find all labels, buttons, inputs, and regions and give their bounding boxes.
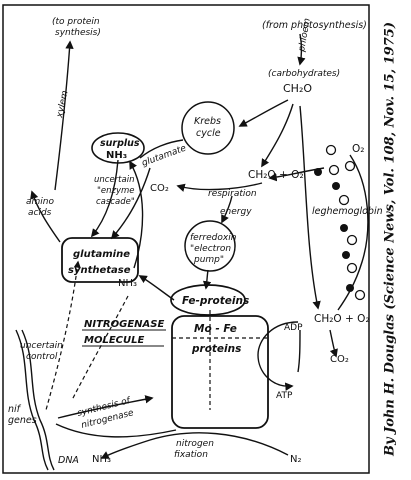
mo-fe-label: Mo - Fe <box>194 323 237 335</box>
dna-label: DNA <box>58 455 79 466</box>
nh3-dashed-line <box>71 295 129 401</box>
ch2o-to-krebs-arrow <box>238 99 289 127</box>
glutamate-label: glutamate <box>141 143 188 168</box>
ch2o-top-label: CH₂O <box>283 82 312 95</box>
ferredoxin-circle <box>184 220 236 272</box>
respiration-label: respiration <box>208 189 257 199</box>
surplus-nh3-oval <box>91 132 145 164</box>
lower-to-co2-arrow <box>329 329 338 358</box>
krebs-label-1: Krebs <box>194 116 221 127</box>
krebs-cycle-circle <box>181 101 235 155</box>
proteins-label: proteins <box>191 343 241 355</box>
from-photosynthesis-label: (from photosynthesis) <box>262 20 367 31</box>
molecule-label: MOLECULE <box>84 335 144 346</box>
krebs-to-glutamate-arrow <box>139 139 184 159</box>
nitrogenase-label: NITROGENASE <box>84 319 164 330</box>
n2-label: N₂ <box>290 454 302 465</box>
xylem-arrow <box>54 40 74 191</box>
leghemoglobin-label: leghemoglobin <box>312 206 383 217</box>
nh3-bottom-label: NH₃ <box>92 454 111 465</box>
uncertain-cascade-3: cascade" <box>96 197 135 207</box>
fe-proteins-label: Fe-proteins <box>182 295 249 307</box>
fe-proteins-oval <box>170 284 246 316</box>
ch2o-to-respiration-arrow <box>261 103 294 168</box>
nif-label-1: nif <box>8 404 22 415</box>
amino-label-1: amino <box>26 197 54 207</box>
glutamine-label-2: synthetase <box>68 265 131 276</box>
energy-arrow <box>221 195 233 224</box>
energy-label: energy <box>220 207 252 217</box>
atp-label: ATP <box>276 391 293 401</box>
ferredoxin-label-2: "electron <box>190 244 231 254</box>
nh3-mid-label: NH₃ <box>118 278 137 289</box>
ferredoxin-to-fe-arrow <box>202 269 212 290</box>
respiration-arrow <box>176 182 263 192</box>
ch2o-to-lower-arrow <box>299 105 321 310</box>
krebs-label-2: cycle <box>196 128 221 139</box>
uncertain-control-2: control <box>26 352 58 362</box>
surplus-label-2: NH₃ <box>106 150 127 161</box>
leghemoglobin-dots <box>314 144 366 301</box>
surplus-to-glutamine-arrow <box>90 159 119 238</box>
adp-atp-cycle <box>257 321 299 391</box>
nitrogenase-molecule-box <box>171 315 269 429</box>
ch2o-o2-low-label: CH₂O + O₂ <box>314 313 370 325</box>
co2-low-label: CO₂ <box>330 354 349 365</box>
dna-strand-a <box>15 329 49 471</box>
glutamate-to-glutamine-arrow <box>110 167 151 240</box>
uncertain-cascade-1: uncertain <box>94 175 134 185</box>
carbohydrates-label: (carbohydrates) <box>268 69 340 79</box>
to-protein-label-1: (to protein <box>52 17 100 27</box>
o2-right-label: O₂ <box>352 143 364 155</box>
glutamine-synthetase-box <box>61 237 139 283</box>
uncertain-control-arrow <box>45 260 81 411</box>
co2-left-label: CO₂ <box>150 183 169 194</box>
diagram-frame <box>2 4 370 474</box>
ferredoxin-label-1: ferredoxin <box>190 233 237 243</box>
fixation-label-2: fixation <box>174 450 208 460</box>
ferredoxin-label-3: pump" <box>193 255 224 265</box>
dna-strand-b <box>21 329 55 471</box>
ch2o-o2-mid-label: CH₂O + O₂ <box>248 169 304 181</box>
to-protein-label-2: synthesis) <box>55 28 101 38</box>
fixation-label-1: nitrogen <box>176 439 214 449</box>
glutamine-label-1: glutamine <box>73 249 130 260</box>
surplus-label-1: surplus <box>100 138 140 149</box>
uncertain-cascade-2: "enzyme <box>97 186 135 196</box>
nitrogenase-loop <box>55 423 177 438</box>
glutamine-to-amino-arrow <box>30 190 61 243</box>
nif-label-2: genes <box>8 415 37 426</box>
adp-label: ADP <box>284 323 303 333</box>
molecule-to-nh3-arrow <box>138 275 175 301</box>
amino-label-2: acids <box>28 208 52 218</box>
byline-text: By John H. Douglas (Science News, Vol. 1… <box>382 22 398 456</box>
leghemoglobin-curve <box>337 154 369 311</box>
xylem-label: xylem <box>55 89 71 119</box>
fixation-curve <box>100 432 289 459</box>
phloem-arrow <box>297 33 306 66</box>
synthesis-arrow <box>57 395 154 419</box>
cycle-to-molecule-arrow <box>297 329 301 373</box>
byline: By John H. Douglas (Science News, Vol. 1… <box>375 8 405 470</box>
uncertain-control-1: uncertain <box>20 341 63 351</box>
